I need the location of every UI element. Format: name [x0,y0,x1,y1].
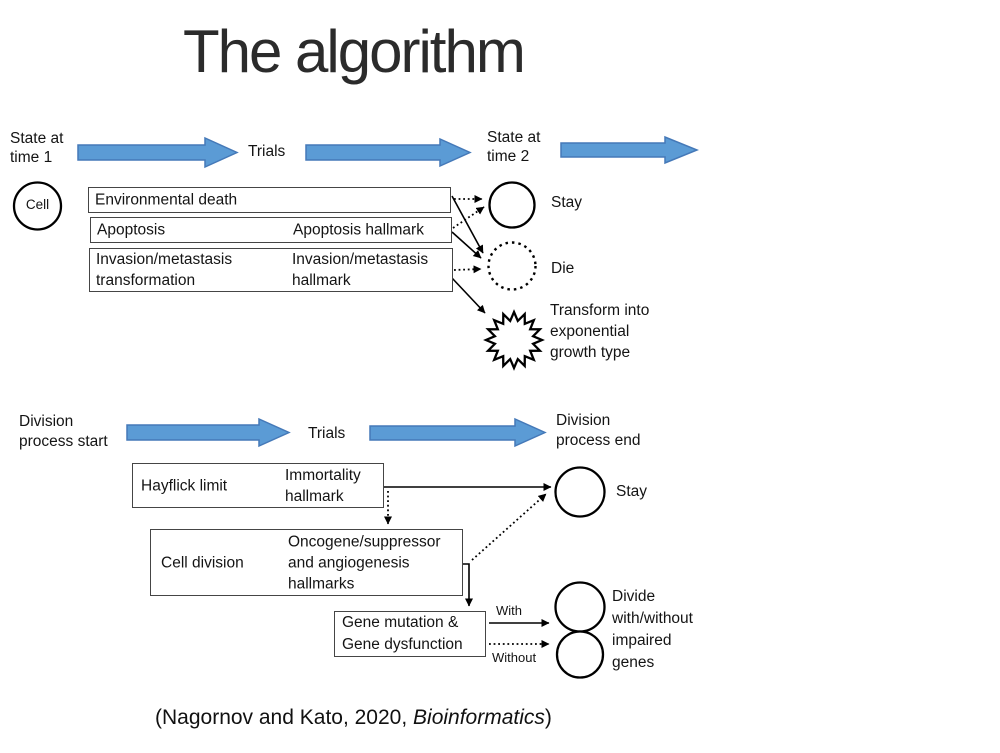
connector-envdeath-die [451,195,484,254]
flow-arrow [369,417,547,448]
state-time2-label: State at time 2 [487,129,541,165]
division-end-label: Division process end [556,412,641,449]
divide-label: Divide with/without impaired genes [612,588,693,671]
citation: (Nagornov and Kato, 2020, Bioinformatics… [155,706,552,730]
oncogene-hallmark-label: Oncogene/suppressor and angiogenesis hal… [288,533,441,592]
flow-arrow [305,137,472,168]
connector-oncogene-genemutation [463,563,473,607]
stay-label-bottom: Stay [616,483,648,500]
flow-arrow [77,136,239,169]
transform-label: Transform into exponential growth type [550,302,650,361]
transform-starburst [483,309,545,371]
connector-invasion-transform [451,277,486,314]
environmental-death-box: Environmental death [88,187,451,213]
apoptosis-hallmark-label: Apoptosis hallmark [293,221,424,239]
divide-node-1 [554,581,606,633]
cell-node [12,181,63,231]
state-time1-label: State at time 1 [10,130,64,166]
apoptosis-label: Apoptosis [97,221,166,239]
environmental-death-label: Environmental death [95,191,238,209]
gene-mutation-box: Gene mutation & Gene dysfunction [334,611,486,657]
connector-apoptosis-die [451,231,482,259]
trials-label-top: Trials [248,143,286,160]
invasion-box: Invasion/metastasis transformation Invas… [89,248,453,292]
division-start-label: Division process start [19,413,108,450]
without-label: Without [492,650,537,665]
invasion-label: Invasion/metastasis transformation [96,251,233,289]
divide-node-2 [555,630,605,679]
stay-node-top [488,181,536,229]
citation-suffix: ) [544,706,552,729]
hayflick-label: Hayflick limit [141,477,228,494]
flow-arrow [126,417,291,448]
die-node [487,241,537,291]
citation-journal: Bioinformatics [413,706,545,729]
stay-node-bottom [554,466,606,518]
hayflick-box: Hayflick limit Immortality hallmark [132,463,384,508]
flow-arrow [560,135,699,165]
connector-oncogene-stay [471,493,547,561]
stay-label-top: Stay [551,194,583,211]
apoptosis-box: Apoptosis Apoptosis hallmark [90,217,452,243]
die-label: Die [551,260,575,277]
invasion-hallmark-label: Invasion/metastasis hallmark [292,251,429,289]
connector-invasion-die [453,265,482,274]
cell-label: Cell [25,197,50,212]
citation-prefix: (Nagornov and Kato, 2020, [155,706,414,729]
trials-label-bottom: Trials [308,425,346,442]
cell-division-label: Cell division [161,554,244,571]
connector-apoptosis-stay [452,206,485,229]
slide-title: The algorithm [183,18,526,85]
gene-mutation-label: Gene mutation & Gene dysfunction [342,614,463,653]
immortality-hallmark-label: Immortality hallmark [285,466,361,505]
with-label: With [496,603,522,618]
cell-division-box: Cell division Oncogene/suppressor and an… [150,529,463,596]
